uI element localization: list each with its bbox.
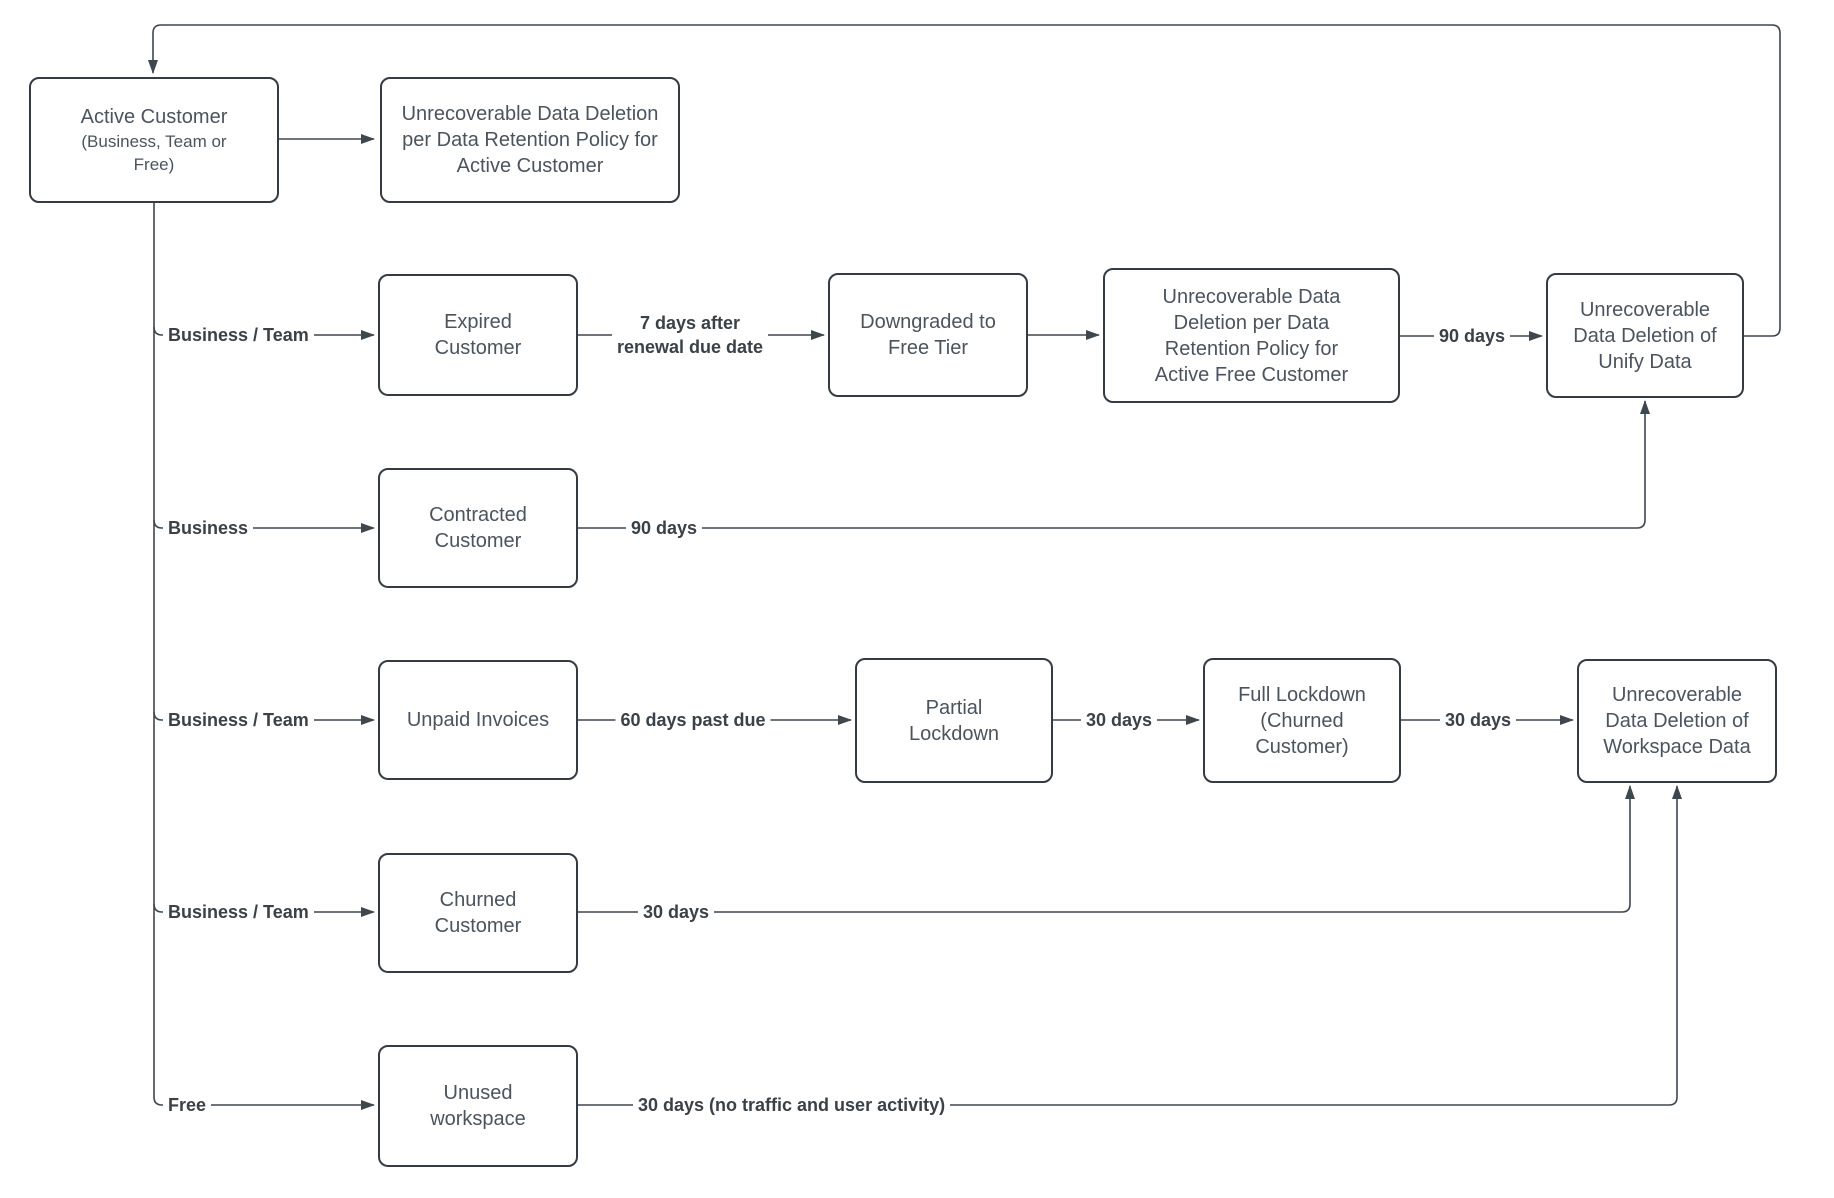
node-expired-customer[interactable]: Expired Customer bbox=[378, 274, 578, 396]
edge-label-business-team-churned: Business / Team bbox=[163, 900, 314, 924]
node-label: Expired Customer bbox=[434, 311, 522, 359]
node-label: Unpaid Invoices bbox=[406, 709, 550, 731]
node-churned-customer[interactable]: Churned Customer bbox=[378, 853, 578, 973]
node-deletion-active-free-customer[interactable]: Unrecoverable Data Deletion per Data Ret… bbox=[1103, 268, 1400, 403]
node-full-lockdown[interactable]: Full Lockdown (Churned Customer) bbox=[1203, 658, 1401, 783]
node-label: Churned Customer bbox=[434, 889, 522, 937]
edge-label-business-team-expired: Business / Team bbox=[163, 323, 314, 347]
node-deletion-active-customer[interactable]: Unrecoverable Data Deletion per Data Ret… bbox=[380, 77, 680, 203]
node-label: Unrecoverable Data Deletion of Workspace… bbox=[1603, 684, 1751, 758]
node-label: Downgraded to Free Tier bbox=[860, 311, 996, 359]
edge-label-90-days-free: 90 days bbox=[1433, 324, 1511, 348]
node-active-customer[interactable]: Active Customer (Business, Team or Free) bbox=[29, 77, 279, 203]
node-label: Unrecoverable Data Deletion of Unify Dat… bbox=[1573, 298, 1717, 373]
node-label: Partial Lockdown bbox=[908, 696, 1000, 745]
node-label: Full Lockdown (Churned Customer) bbox=[1238, 683, 1366, 758]
node-contracted-customer[interactable]: Contracted Customer bbox=[378, 468, 578, 588]
edge-label-30-days-partial-full: 30 days bbox=[1080, 708, 1158, 732]
edge-label-free-unused: Free bbox=[163, 1093, 212, 1117]
edge-churned-to-workspace-deletion bbox=[578, 785, 1635, 913]
node-sublabel: (Business, Team or Free) bbox=[81, 132, 227, 174]
node-label: Unrecoverable Data Deletion per Data Ret… bbox=[1154, 285, 1349, 386]
node-label: Unrecoverable Data Deletion per Data Ret… bbox=[401, 103, 659, 177]
node-unpaid-invoices[interactable]: Unpaid Invoices bbox=[378, 660, 578, 780]
edge-label-90-days-contracted: 90 days bbox=[625, 516, 703, 540]
node-downgraded-free-tier[interactable]: Downgraded to Free Tier bbox=[828, 273, 1028, 397]
edge-label-7-days-after-renewal: 7 days after renewal due date bbox=[611, 311, 769, 359]
node-deletion-workspace-data[interactable]: Unrecoverable Data Deletion of Workspace… bbox=[1577, 659, 1777, 783]
edge-branch-business-contracted bbox=[153, 519, 375, 533]
node-label: Contracted Customer bbox=[429, 504, 527, 552]
edge-label-30-days-no-traffic: 30 days (no traffic and user activity) bbox=[633, 1093, 951, 1117]
edge-label-60-days-past-due: 60 days past due bbox=[615, 708, 771, 732]
node-deletion-unify-data[interactable]: Unrecoverable Data Deletion of Unify Dat… bbox=[1546, 273, 1744, 398]
edge-unused-to-workspace-deletion bbox=[578, 785, 1682, 1106]
edge-trunk-and-free-branch bbox=[153, 203, 375, 1110]
edge-branch-business-team-churned bbox=[153, 903, 375, 917]
edge-label-30-days-churned: 30 days bbox=[637, 900, 715, 924]
edge-label-business-team-unpaid: Business / Team bbox=[163, 708, 314, 732]
edge-branch-business-team-expired bbox=[153, 326, 375, 340]
edge-label-30-days-full-workspace: 30 days bbox=[1439, 708, 1517, 732]
edge-branch-business-team-unpaid bbox=[153, 711, 375, 725]
edge-unify-return-loop-to-active bbox=[148, 24, 1781, 337]
node-partial-lockdown[interactable]: Partial Lockdown bbox=[855, 658, 1053, 783]
node-unused-workspace[interactable]: Unused workspace bbox=[378, 1045, 578, 1167]
node-label: Unused workspace bbox=[430, 1082, 526, 1130]
edge-label-business-contracted: Business bbox=[163, 516, 254, 540]
node-label: Active Customer bbox=[80, 106, 228, 128]
edge-contracted-to-unify bbox=[578, 400, 1650, 529]
